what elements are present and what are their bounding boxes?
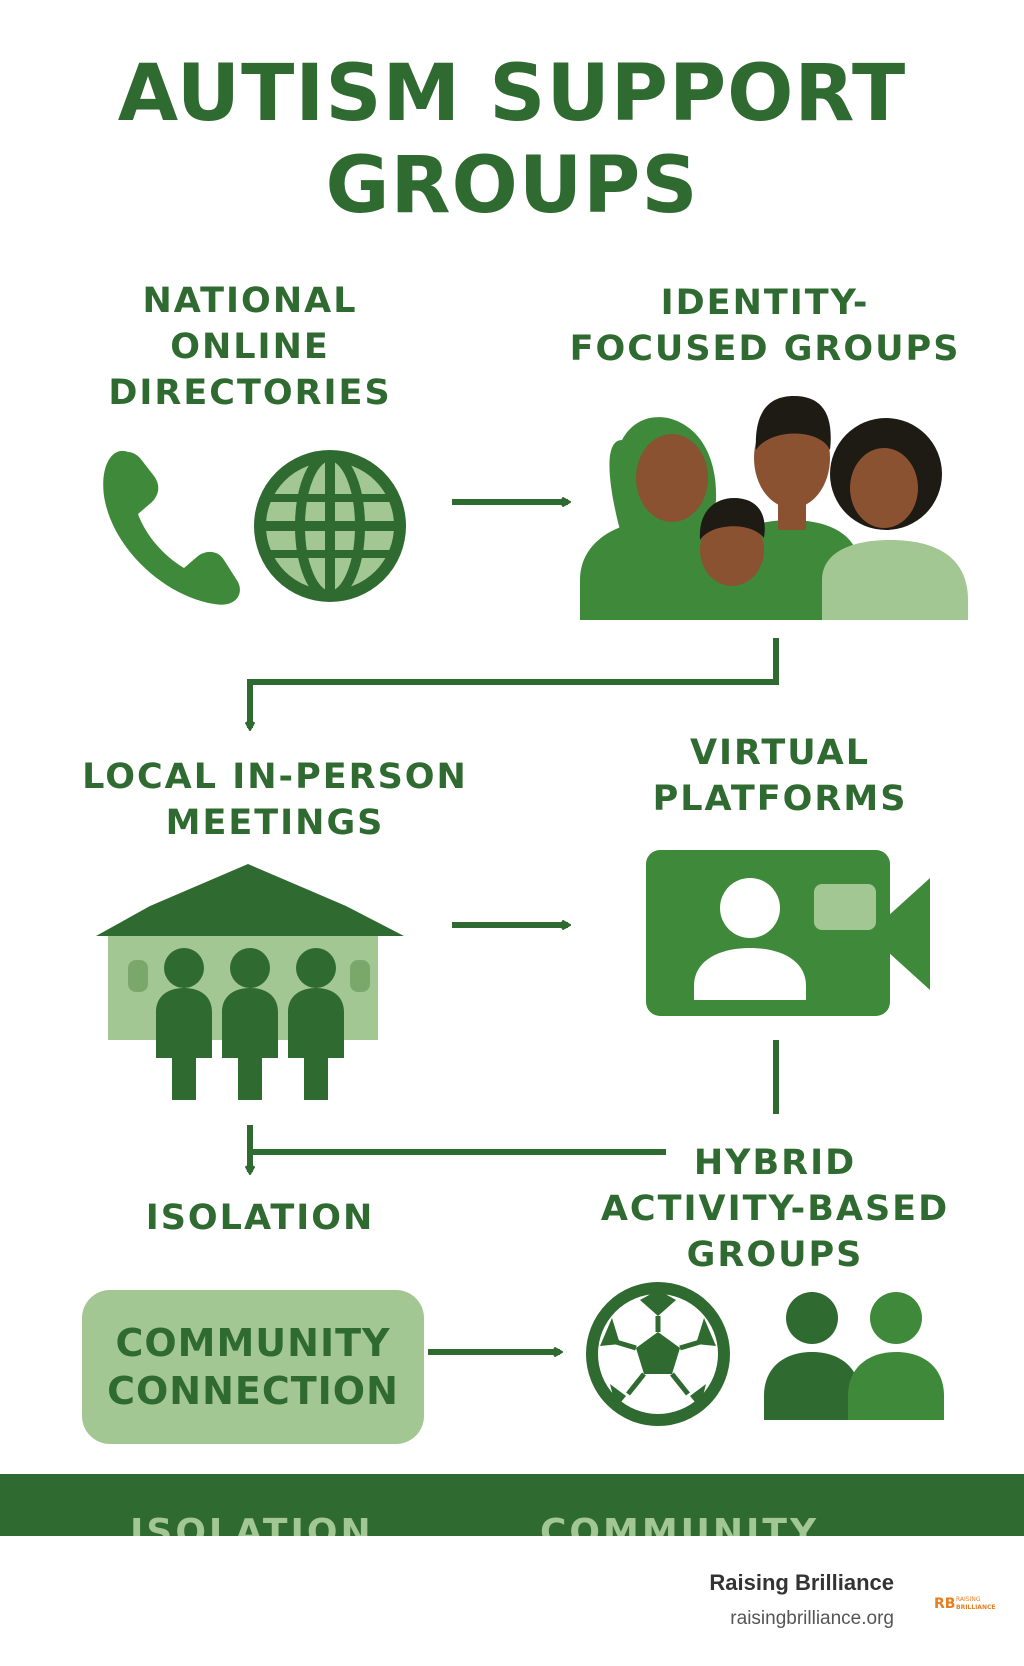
- title-line-2: GROUPS: [325, 141, 699, 231]
- bottom-band: ISOLATION COMMUNITY: [0, 1474, 1024, 1536]
- label-national-directories: NATIONAL ONLINE DIRECTORIES: [108, 281, 392, 413]
- label-local-meetings: LOCAL IN-PERSON MEETINGS: [82, 757, 468, 843]
- community-line-2: CONNECTION: [107, 1369, 399, 1413]
- family-illustration: [580, 396, 968, 620]
- logo-text-2: BRILLIANCE: [956, 1604, 995, 1611]
- arrow-identity-to-local: [250, 638, 779, 728]
- page-title: AUTISM SUPPORT GROUPS: [0, 48, 1024, 232]
- label-hybrid-groups: HYBRID ACTIVITY-BASED GROUPS: [600, 1143, 950, 1275]
- community-connection-box: COMMUNITY CONNECTION: [82, 1290, 424, 1444]
- brand-logo-icon: RB RAISING BRILLIANCE: [934, 1596, 995, 1612]
- label-virtual-platforms: VIRTUAL PLATFORMS: [652, 733, 908, 819]
- video-call-icon: [646, 850, 930, 1016]
- community-line-1: COMMUNITY: [115, 1321, 391, 1365]
- two-people-icon: [764, 1292, 944, 1420]
- soccer-ball-icon: [586, 1282, 730, 1426]
- diagram-graphics: [96, 396, 968, 1426]
- band-isolation-text: ISOLATION: [130, 1512, 374, 1536]
- phone-icon: [103, 450, 240, 605]
- label-identity-groups: IDENTITY- FOCUSED GROUPS: [569, 283, 961, 369]
- footer-brand: Raising Brilliance: [709, 1570, 894, 1595]
- globe-icon: [254, 450, 406, 602]
- community-building-icon: [96, 864, 404, 1100]
- label-isolation: ISOLATION: [145, 1198, 375, 1238]
- arrow-hybrid-to-isolation: [247, 1149, 666, 1172]
- title-line-1: AUTISM SUPPORT: [117, 49, 907, 139]
- band-community-text: COMMUNITY: [540, 1512, 820, 1536]
- logo-mark: RB: [934, 1596, 955, 1612]
- footer-url[interactable]: raisingbrilliance.org: [730, 1608, 894, 1629]
- logo-text-1: RAISING: [956, 1596, 981, 1603]
